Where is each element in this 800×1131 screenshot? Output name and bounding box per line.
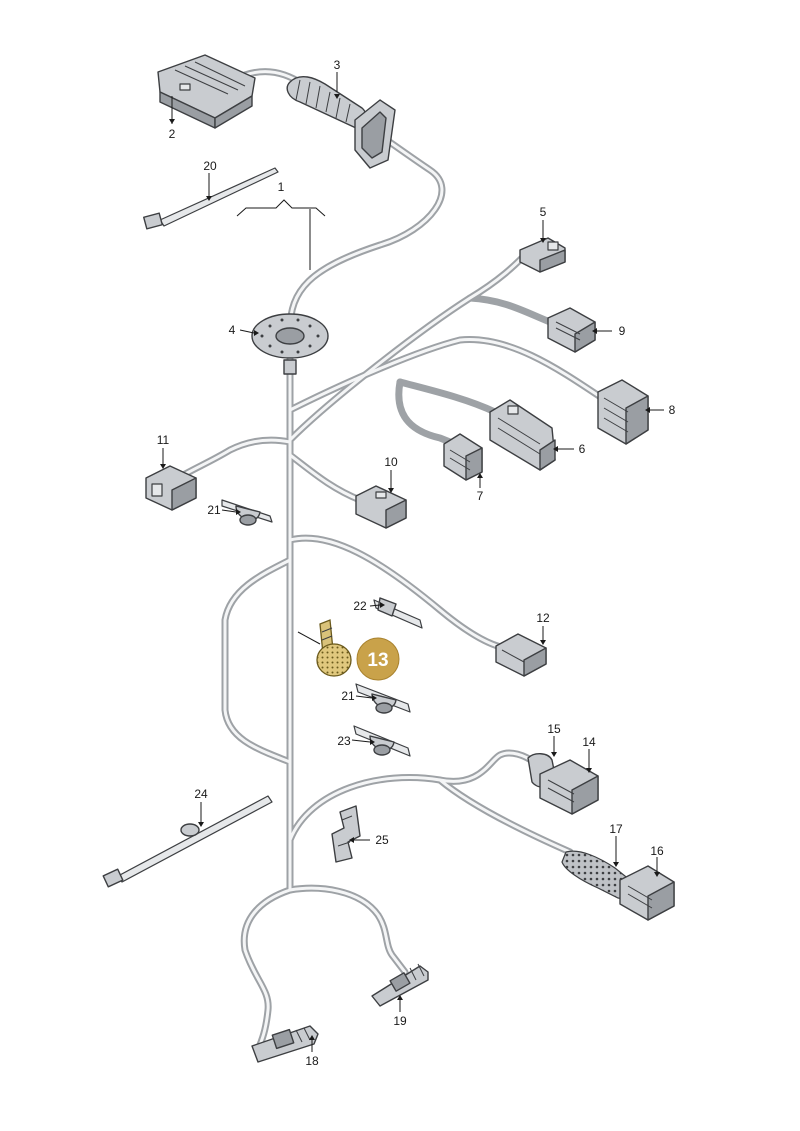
clip-part-22 (373, 597, 423, 629)
harness-wires (174, 68, 609, 1054)
sensor-part-19 (371, 963, 429, 1007)
connector-part-16 (619, 865, 675, 921)
cable-tie-part-20 (143, 167, 279, 230)
callout-24: 24 (194, 787, 208, 801)
callout-21-upper: 21 (207, 503, 221, 517)
callout-10: 10 (384, 455, 398, 469)
callout-6: 6 (579, 442, 586, 456)
callout-7: 7 (477, 489, 484, 503)
callout-1: 1 (278, 180, 285, 194)
callout-22: 22 (353, 599, 367, 613)
part-13-highlighted (297, 619, 352, 677)
connector-part-10 (355, 485, 407, 529)
connector-part-5 (519, 237, 566, 273)
connector-part-11 (145, 465, 197, 511)
clip-part-21-upper (221, 499, 273, 526)
connector-part-9 (547, 307, 596, 353)
callout-18: 18 (305, 1054, 319, 1068)
cable-tie-part-24 (102, 795, 273, 888)
bracket-part-25 (331, 805, 361, 863)
connector-part-14 (539, 759, 599, 815)
connector-part-6 (489, 399, 556, 471)
callout-9: 9 (619, 324, 626, 338)
callout-11: 11 (157, 433, 170, 447)
connector-part-12 (495, 633, 547, 677)
sensor-part-18 (251, 1025, 319, 1063)
leader-arrowheads (160, 94, 660, 1040)
leader-lines (162, 72, 664, 1052)
grommet-ring-part-4 (251, 313, 329, 375)
callout-21-lower: 21 (341, 689, 355, 703)
highlight-badge-label: 13 (367, 650, 388, 671)
callout-16: 16 (650, 844, 664, 858)
connector-part-2 (157, 54, 256, 129)
callout-12: 12 (536, 611, 550, 625)
clip-part-23 (353, 725, 411, 757)
callout-17: 17 (609, 822, 623, 836)
connector-part-7 (443, 433, 483, 481)
callout-5: 5 (540, 205, 547, 219)
callout-3: 3 (334, 58, 341, 72)
callout-15: 15 (547, 722, 561, 736)
callout-14: 14 (582, 735, 596, 749)
callout-8: 8 (669, 403, 676, 417)
highlight-badge-13[interactable]: 13 (356, 637, 400, 681)
grommet-boot-part-3 (286, 75, 396, 169)
callout-2: 2 (169, 127, 176, 141)
callout-20: 20 (203, 159, 217, 173)
connector-part-8 (597, 379, 649, 445)
callout-4: 4 (229, 323, 236, 337)
callout-19: 19 (393, 1014, 407, 1028)
callout-labels: 1 2 3 4 5 6 7 8 9 10 11 12 14 15 16 17 1… (157, 58, 676, 1068)
callout-25: 25 (375, 833, 389, 847)
clip-part-21-lower (355, 683, 411, 714)
callout-23: 23 (337, 734, 351, 748)
